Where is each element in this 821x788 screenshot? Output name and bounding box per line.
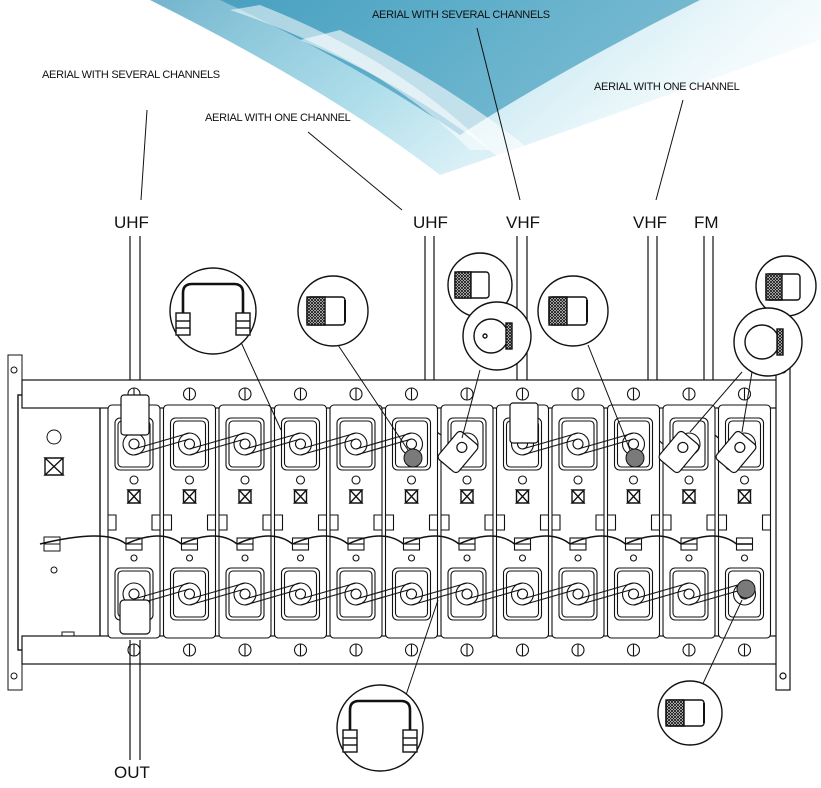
band-uhf-2: UHF bbox=[413, 213, 448, 232]
callout-bridge-top bbox=[169, 267, 282, 431]
bridge-jumper bbox=[522, 582, 579, 606]
label-leader-lines bbox=[140, 27, 684, 211]
bridge-jumper bbox=[522, 432, 579, 456]
bridge-jumper bbox=[244, 432, 301, 456]
band-uhf-1: UHF bbox=[114, 213, 149, 232]
label-top-several-channels: AERIAL WITH SEVERAL CHANNELS bbox=[372, 9, 550, 21]
callout-balun-vhf bbox=[447, 252, 532, 439]
bridge-jumper bbox=[244, 582, 301, 606]
amplifier-module bbox=[218, 387, 272, 657]
decorative-banner bbox=[150, 0, 820, 175]
band-fm: FM bbox=[694, 213, 719, 232]
bridge-jumper bbox=[355, 582, 412, 606]
amplifier-module bbox=[440, 387, 494, 657]
amplifier-module bbox=[495, 387, 550, 657]
bridge-jumper bbox=[189, 432, 246, 456]
bridge-jumper bbox=[688, 582, 745, 606]
band-vhf-2: VHF bbox=[633, 213, 667, 232]
bridge-jumper bbox=[466, 582, 523, 606]
input-connectors bbox=[120, 394, 757, 474]
amplifier-module bbox=[606, 387, 661, 657]
band-out: OUT bbox=[114, 763, 150, 782]
rack-frame bbox=[21, 354, 791, 691]
output-cable bbox=[119, 599, 151, 760]
bridge-jumper bbox=[633, 582, 690, 606]
amplifier-module bbox=[329, 387, 383, 657]
amplifier-module bbox=[717, 387, 772, 657]
callout-terminator-2 bbox=[537, 275, 631, 451]
amplifier-module bbox=[551, 387, 605, 657]
label-one-channel-right: AERIAL WITH ONE CHANNEL bbox=[594, 81, 740, 93]
bridge-jumper bbox=[411, 582, 468, 606]
callout-bridge-bottom bbox=[336, 599, 439, 772]
bridge-jumper bbox=[189, 582, 246, 606]
terminator-port bbox=[736, 579, 756, 599]
amplifier-module bbox=[162, 387, 217, 657]
bridge-jumper bbox=[577, 582, 634, 606]
amplifier-module bbox=[273, 387, 328, 657]
label-left-several-channels: AERIAL WITH SEVERAL CHANNELS bbox=[42, 69, 220, 81]
callout-balun-fm bbox=[689, 255, 817, 433]
terminator-port bbox=[403, 448, 423, 468]
bridge-jumper bbox=[300, 432, 357, 456]
amplifier-module bbox=[384, 387, 439, 657]
amplifier-modules bbox=[107, 387, 772, 657]
band-vhf-1: VHF bbox=[506, 213, 540, 232]
bowtie-icon bbox=[43, 457, 65, 476]
label-one-channel-left: AERIAL WITH ONE CHANNEL bbox=[205, 112, 351, 124]
callout-terminator-3 bbox=[657, 599, 743, 746]
bridge-jumper bbox=[300, 582, 357, 606]
callout-terminator-1 bbox=[297, 275, 409, 451]
terminator-port bbox=[625, 448, 645, 468]
amplifier-module bbox=[662, 387, 716, 657]
bridge-wiring bbox=[39, 432, 753, 606]
bridge-jumper bbox=[133, 432, 190, 456]
